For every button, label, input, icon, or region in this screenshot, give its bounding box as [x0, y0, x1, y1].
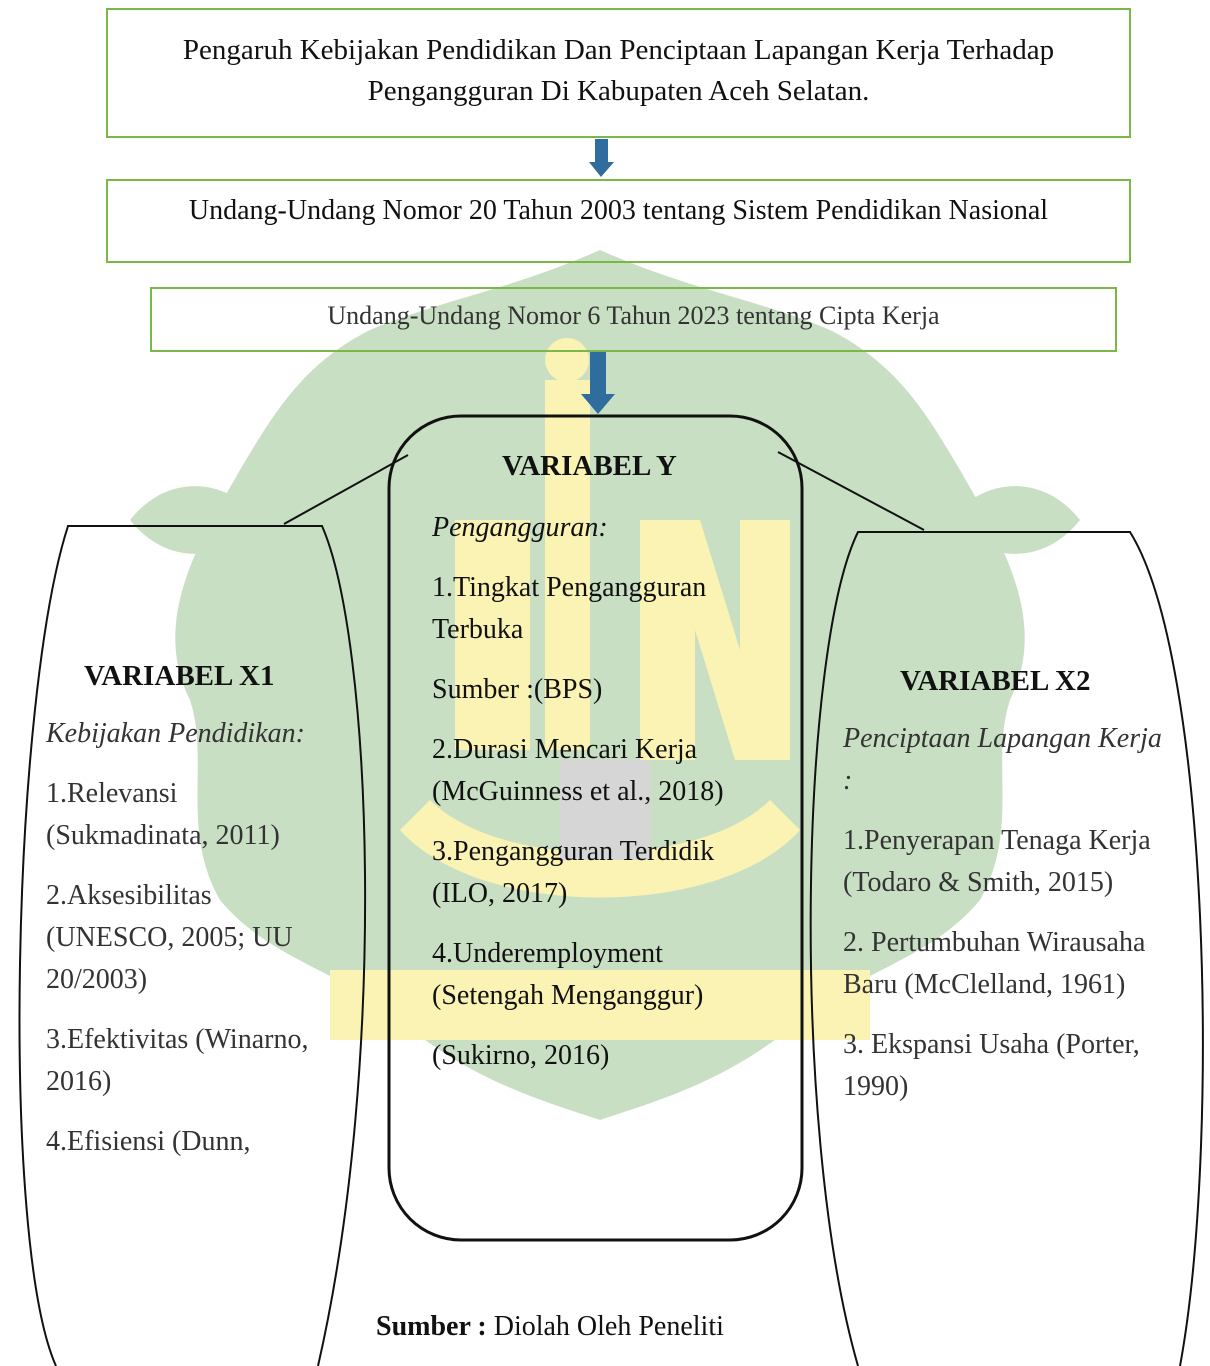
source-text: Diolah Oleh Peneliti [486, 1311, 724, 1342]
watermark-uin-letters [330, 338, 870, 1040]
variable-x2-item-1: 1.Penyerapan Tenaga Kerja (Todaro & Smit… [843, 825, 1151, 898]
variable-x1-content: VARIABEL X1 Kebijakan Pendidikan: 1.Rele… [46, 660, 336, 1181]
variable-x1-subtitle: Kebijakan Pendidikan: [46, 718, 305, 749]
variable-x2-item-3: 3. Ekspansi Usaha (Porter, 1990) [843, 1029, 1140, 1102]
variable-y-content: VARIABEL Y Pengangguran: 1.Tingkat Penga… [432, 450, 772, 1095]
arrow-down-1 [589, 139, 614, 177]
variable-y-subtitle: Pengangguran: [432, 512, 608, 543]
law-text-uu-20-2003: Undang-Undang Nomor 20 Tahun 2003 tentan… [188, 195, 1049, 226]
variable-x1-item-4: 4.Efisiensi (Dunn, [46, 1126, 251, 1157]
variable-x1-heading: VARIABEL X1 [84, 660, 275, 692]
research-title-box: Pengaruh Kebijakan Pendidikan Dan Pencip… [106, 8, 1131, 138]
connector-y-to-x2 [777, 451, 925, 531]
law-text-uu-6-2023: Undang-Undang Nomor 6 Tahun 2023 tentang… [327, 301, 940, 330]
variable-x2-content: VARIABEL X2 Penciptaan Lapangan Kerja : … [843, 665, 1163, 1126]
source-label: Sumber : [376, 1311, 487, 1342]
variable-x1-item-2: 2.Aksesibilitas (UNESCO, 2005; UU 20/200… [46, 880, 293, 995]
law-box-uu-6-2023: Undang-Undang Nomor 6 Tahun 2023 tentang… [150, 287, 1117, 352]
variable-x1-frame [18, 525, 367, 1366]
connector-x1-to-y [283, 454, 409, 525]
variable-y-frame [387, 414, 804, 1242]
law-box-uu-20-2003: Undang-Undang Nomor 20 Tahun 2003 tentan… [106, 179, 1131, 263]
variable-x2-heading: VARIABEL X2 [900, 665, 1091, 697]
variable-y-item-1: 1.Tingkat Pengangguran Terbuka [432, 572, 707, 645]
variable-x2-subtitle: Penciptaan Lapangan Kerja : [843, 723, 1162, 796]
variable-y-item-2: 2.Durasi Mencari Kerja (McGuinness et al… [432, 734, 724, 807]
variable-x1-item-3: 3.Efektivitas (Winarno, 2016) [46, 1024, 309, 1097]
source-caption: Sumber : Diolah Oleh Peneliti [376, 1311, 724, 1343]
variable-y-item-source: Sumber :(BPS) [432, 674, 603, 705]
variable-y-item-4: 4.Underemployment (Setengah Menganggur) [432, 938, 704, 1011]
variable-x2-item-2: 2. Pertumbuhan Wirausaha Baru (McClellan… [843, 927, 1146, 1000]
research-title-line-1: Pengaruh Kebijakan Pendidikan Dan Pencip… [182, 34, 1055, 66]
variable-y-item-4-source: (Sukirno, 2016) [432, 1040, 610, 1071]
variable-y-heading: VARIABEL Y [502, 450, 677, 482]
variable-y-item-3: 3.Pengangguran Terdidik (ILO, 2017) [432, 836, 715, 909]
variable-x1-item-1: 1.Relevansi (Sukmadinata, 2011) [46, 778, 280, 851]
arrow-down-2 [581, 352, 615, 414]
variable-x2-frame [809, 531, 1204, 1366]
research-title-line-2: Pengangguran Di Kabupaten Aceh Selatan. [367, 75, 870, 107]
